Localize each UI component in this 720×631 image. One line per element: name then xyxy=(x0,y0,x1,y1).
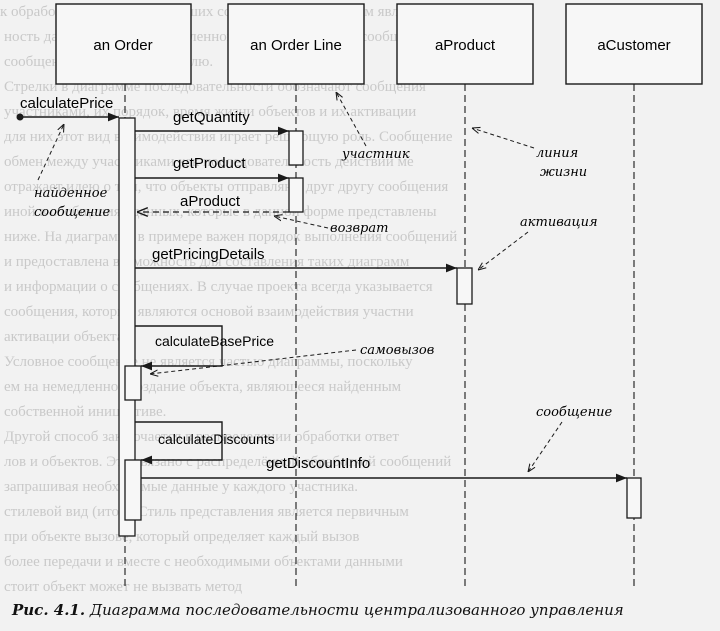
annotation-lifeline-line2: жизни xyxy=(540,165,587,180)
annotation-participant-label: участник xyxy=(341,147,410,162)
participant-an-order-line: an Order Line xyxy=(227,3,365,85)
background-text-line: стоит объект может не вызвать метод xyxy=(4,579,243,595)
background-text-line: стилевой вид (итог). Стиль представления… xyxy=(4,504,409,520)
background-page-text: к обработке любых поступивших сообщений.… xyxy=(0,4,458,595)
background-text-line: обмен между участниками как последовател… xyxy=(4,154,414,170)
participant-label: an Order xyxy=(93,37,152,54)
message-calculatediscounts-label: calculateDiscounts xyxy=(158,431,275,447)
annotation-return: возврат xyxy=(274,216,388,236)
message-getquantity-label: getQuantity xyxy=(173,109,250,126)
activation-self-discounts xyxy=(124,459,142,521)
background-text-line: ем на немедленное создание объекта, явля… xyxy=(4,379,402,395)
activation-an-order xyxy=(118,117,136,537)
message-calculatebaseprice-label: calculateBasePrice xyxy=(155,333,274,349)
annotation-lifeline: линия жизни xyxy=(472,128,587,180)
annotation-found-message-line2: сообщение xyxy=(34,205,111,220)
annotation-found-message: найденное сообщение xyxy=(34,124,111,220)
figure-caption: Рис. 4.1. Диаграмма последовательности ц… xyxy=(12,601,712,619)
participant-label: aCustomer xyxy=(597,37,670,54)
message-getpricingdetails-label: getPricingDetails xyxy=(152,246,265,263)
background-text-line: более передачи и вместе с необходимыми о… xyxy=(4,554,403,570)
background-text-line: иной в сообщениях данных, которые в данн… xyxy=(4,204,437,220)
message-getproduct-label: getProduct xyxy=(173,155,246,172)
annotation-activation-label: активация xyxy=(520,215,598,230)
background-text-line: сообщения, которые являются основой взаи… xyxy=(4,304,414,320)
activation-order-line-getquantity xyxy=(288,130,304,166)
background-text-line: Условное сообщение не является частью ди… xyxy=(4,354,413,370)
background-text-line: и информации о сообщениях. В случае прое… xyxy=(4,279,433,295)
background-text-line: и предоставлена возможность для составле… xyxy=(4,254,410,270)
message-calculatediscounts-arrow xyxy=(135,421,223,465)
annotation-self-call-label: самовызов xyxy=(360,343,434,358)
background-text-line: Другой способ заключается в распределени… xyxy=(4,429,399,445)
background-text-line: активации объекта. xyxy=(4,329,128,345)
participant-an-order: an Order xyxy=(55,3,192,85)
annotation-found-message-line1: найденное xyxy=(34,186,108,201)
message-calculatebaseprice-arrow xyxy=(135,325,223,371)
activation-acustomer xyxy=(626,477,642,519)
annotation-activation: активация xyxy=(478,215,598,270)
figure-caption-prefix: Рис. 4.1. xyxy=(12,601,86,619)
background-text-line: для них этот вид взаимодействия играет р… xyxy=(4,129,453,145)
annotation-message: сообщение xyxy=(528,405,613,472)
background-text-line: лов и объектов. Это связано с распределё… xyxy=(4,454,452,470)
annotation-participant: участник xyxy=(336,92,410,162)
participant-aproduct: aProduct xyxy=(396,3,534,85)
message-calculateprice-label: calculatePrice xyxy=(20,95,113,112)
background-text-line: отражает идею о том, что объекты отправл… xyxy=(4,179,449,195)
participant-label: aProduct xyxy=(435,37,496,54)
activation-self-baseprice xyxy=(124,365,142,401)
annotation-return-label: возврат xyxy=(330,221,388,236)
figure-caption-text: Диаграмма последовательности централизов… xyxy=(89,601,624,619)
background-text-line: участниками, их порядок, время жизни объ… xyxy=(4,104,417,120)
annotation-message-label: сообщение xyxy=(536,405,613,420)
background-text-line: запрашивая необходимые данные у каждого … xyxy=(4,479,358,495)
message-getdiscountinfo-label: getDiscountInfo xyxy=(266,455,370,472)
annotation-lifeline-line1: линия xyxy=(536,146,578,161)
activation-aproduct xyxy=(456,267,473,305)
participant-acustomer: aCustomer xyxy=(565,3,703,85)
background-text-line: ниже. На диаграмме в примере важен поряд… xyxy=(4,229,458,245)
activation-order-line-getproduct xyxy=(288,177,304,213)
sequence-diagram: an Order an Order Line aProduct aCustome… xyxy=(16,3,703,590)
background-text-line: при объекте вызове, который определяет к… xyxy=(4,529,360,545)
annotation-self-call: самовызов xyxy=(150,343,434,374)
participant-label: an Order Line xyxy=(250,37,342,54)
message-return-aproduct-label: aProduct xyxy=(180,193,241,210)
